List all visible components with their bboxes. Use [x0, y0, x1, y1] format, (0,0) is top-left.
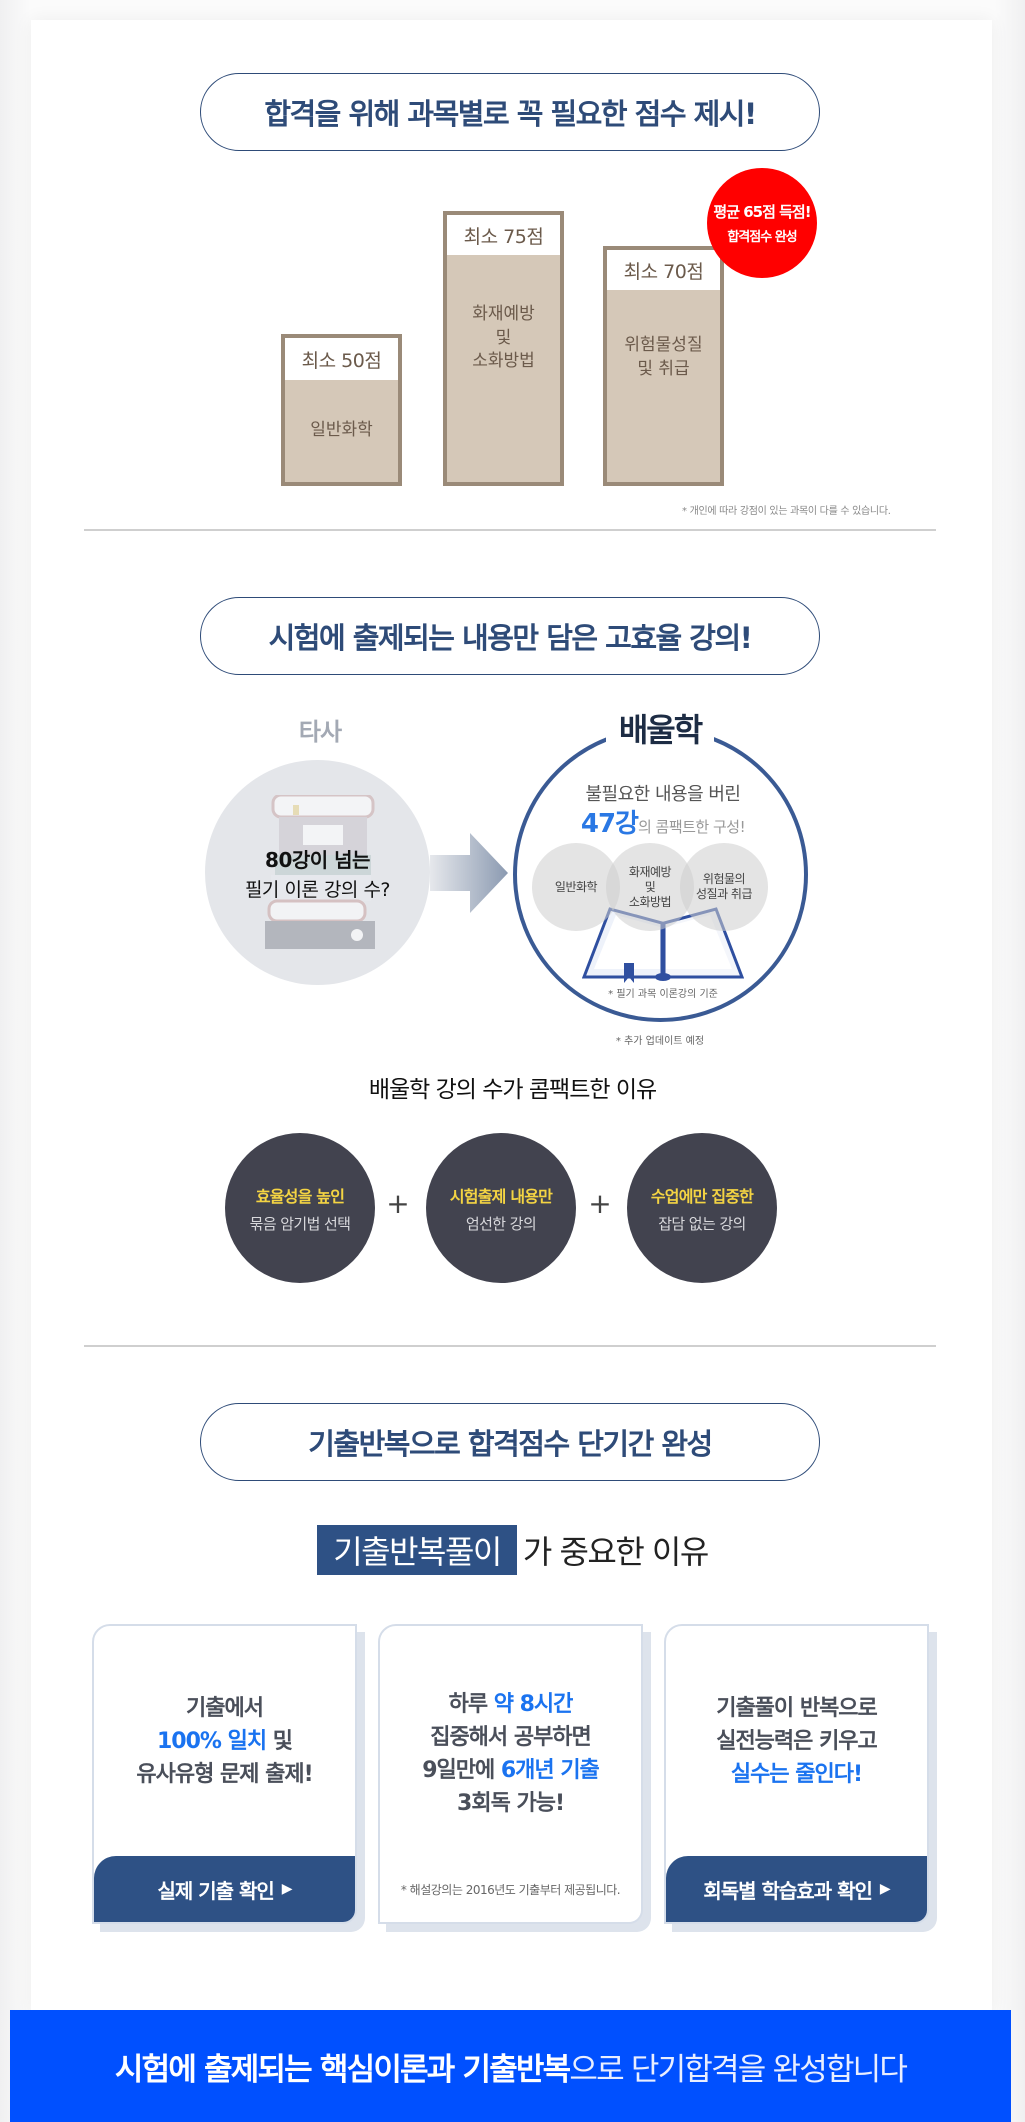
venn-fire-prevention: 화재예방 및 소화방법: [606, 843, 694, 931]
bar-score: 최소 75점: [447, 215, 560, 255]
competitor-line2: 필기 이론 강의 수?: [244, 879, 391, 901]
card-text: 기출풀이 반복으로 실전능력은 키우고 실수는 줄인다!: [716, 1695, 878, 1787]
section2-title-pill: 시험에 출제되는 내용만 담은 고효율 강의!: [200, 597, 820, 675]
reason-card-1: 기출에서 100% 일치 및 유사유형 문제 출제! 실제 기출 확인 ▶: [92, 1624, 365, 1932]
section2-title: 시험에 출제되는 내용만 담은 고효율 강의!: [268, 621, 753, 655]
baeulhak-line2: 47강의 콤팩트한 구성!: [580, 809, 746, 839]
baeulhak-line1: 불필요한 내용을 버린: [585, 784, 741, 805]
reason-card-2: 하루 약 8시간 집중해서 공부하면 9일만에 6개년 기출 3회독 가능! *…: [378, 1624, 651, 1932]
play-arrow-icon: ▶: [879, 1881, 891, 1897]
plus-icon: +: [386, 1187, 410, 1220]
bar-subject: 화재예방 및 소화방법: [472, 303, 535, 372]
competitor-circle: 80강이 넘는 필기 이론 강의 수?: [205, 760, 430, 985]
reason-text: 잡담 없는 강의: [658, 1214, 746, 1233]
divider: [84, 529, 936, 531]
reason-highlight: 수업에만 집중한: [650, 1186, 754, 1206]
bar-subject: 일반화학: [310, 420, 373, 441]
bar-subject: 위험물성질 및 취급: [624, 335, 703, 379]
reason-highlight: 시험출제 내용만: [449, 1186, 553, 1206]
bar-hazardous-materials: 최소 70점 위험물성질 및 취급: [603, 246, 724, 486]
bar-fire-prevention: 최소 75점 화재예방 및 소화방법: [443, 211, 564, 486]
baeulhak-note: * 필기 과목 이론강의 기준: [608, 989, 718, 1000]
bar-score: 최소 50점: [285, 338, 398, 380]
average-score-badge: 평균 65점 득점! 합격점수 완성: [707, 168, 817, 278]
section1-note: * 개인에 따라 강점이 있는 과목이 다를 수 있습니다.: [682, 506, 891, 517]
section1-title-pill: 합격을 위해 과목별로 꼭 필요한 점수 제시!: [200, 73, 820, 151]
arrow-right-icon: [430, 833, 508, 913]
section3-title-pill: 기출반복으로 합격점수 단기간 완성: [200, 1403, 820, 1481]
reason-card-3: 기출풀이 반복으로 실전능력은 키우고 실수는 줄인다! 회독별 학습효과 확인…: [664, 1624, 937, 1932]
footer-bold: 시험에 출제되는 핵심이론과 기출반복: [114, 2051, 571, 2088]
reason-circle-2: 시험출제 내용만 엄선한 강의: [426, 1133, 576, 1283]
reason-text: 엄선한 강의: [465, 1214, 537, 1233]
divider: [84, 1345, 936, 1347]
reason-circle-3: 수업에만 집중한 잡담 없는 강의: [627, 1133, 777, 1283]
reason-title: 배울학 강의 수가 콤팩트한 이유: [368, 1077, 657, 1103]
play-arrow-icon: ▶: [281, 1881, 293, 1897]
badge-line2: 합격점수 완성: [727, 230, 797, 245]
subtitle-highlight: 기출반복풀이: [317, 1525, 517, 1575]
venn-hazardous-materials: 위험물의 성질과 취급: [680, 843, 768, 931]
bar-general-chemistry: 최소 50점 일반화학: [281, 334, 402, 486]
section3-title: 기출반복으로 합격점수 단기간 완성: [308, 1427, 713, 1461]
card-text: 하루 약 8시간 집중해서 공부하면 9일만에 6개년 기출 3회독 가능!: [422, 1692, 600, 1816]
venn-general-chemistry: 일반화학: [532, 843, 620, 931]
check-real-exam-button[interactable]: 실제 기출 확인 ▶: [94, 1856, 355, 1922]
section1-title: 합격을 위해 과목별로 꼭 필요한 점수 제시!: [264, 97, 757, 131]
reason-circle-1: 효율성을 높인 묶음 암기법 선택: [225, 1133, 375, 1283]
update-note: * 추가 업데이트 예정: [615, 1036, 705, 1047]
competitor-line1: 80강이 넘는: [265, 848, 370, 872]
check-learning-effect-button[interactable]: 회독별 학습효과 확인 ▶: [666, 1856, 927, 1922]
card-note: * 해설강의는 2016년도 기출부터 제공됩니다.: [400, 1883, 621, 1897]
badge-line1: 평균 65점 득점!: [713, 203, 811, 221]
reason-text: 묶음 암기법 선택: [249, 1214, 351, 1233]
reason-highlight: 효율성을 높인: [255, 1186, 345, 1206]
section3-subtitle: 기출반복풀이 가 중요한 이유: [0, 1525, 1025, 1575]
card-text: 기출에서 100% 일치 및 유사유형 문제 출제!: [136, 1695, 313, 1787]
baeulhak-label: 배울학: [606, 705, 714, 751]
open-book-icon: [582, 907, 744, 983]
bar-score: 최소 70점: [607, 250, 720, 290]
book-stack-icon: [265, 795, 375, 949]
plus-icon: +: [588, 1187, 612, 1220]
subtitle-rest: 가 중요한 이유: [522, 1533, 709, 1571]
competitor-label: 타사: [298, 718, 342, 746]
lecture-count: 47강: [580, 809, 639, 839]
footer-normal: 으로 단기합격을 완성합니다: [569, 2051, 908, 2088]
